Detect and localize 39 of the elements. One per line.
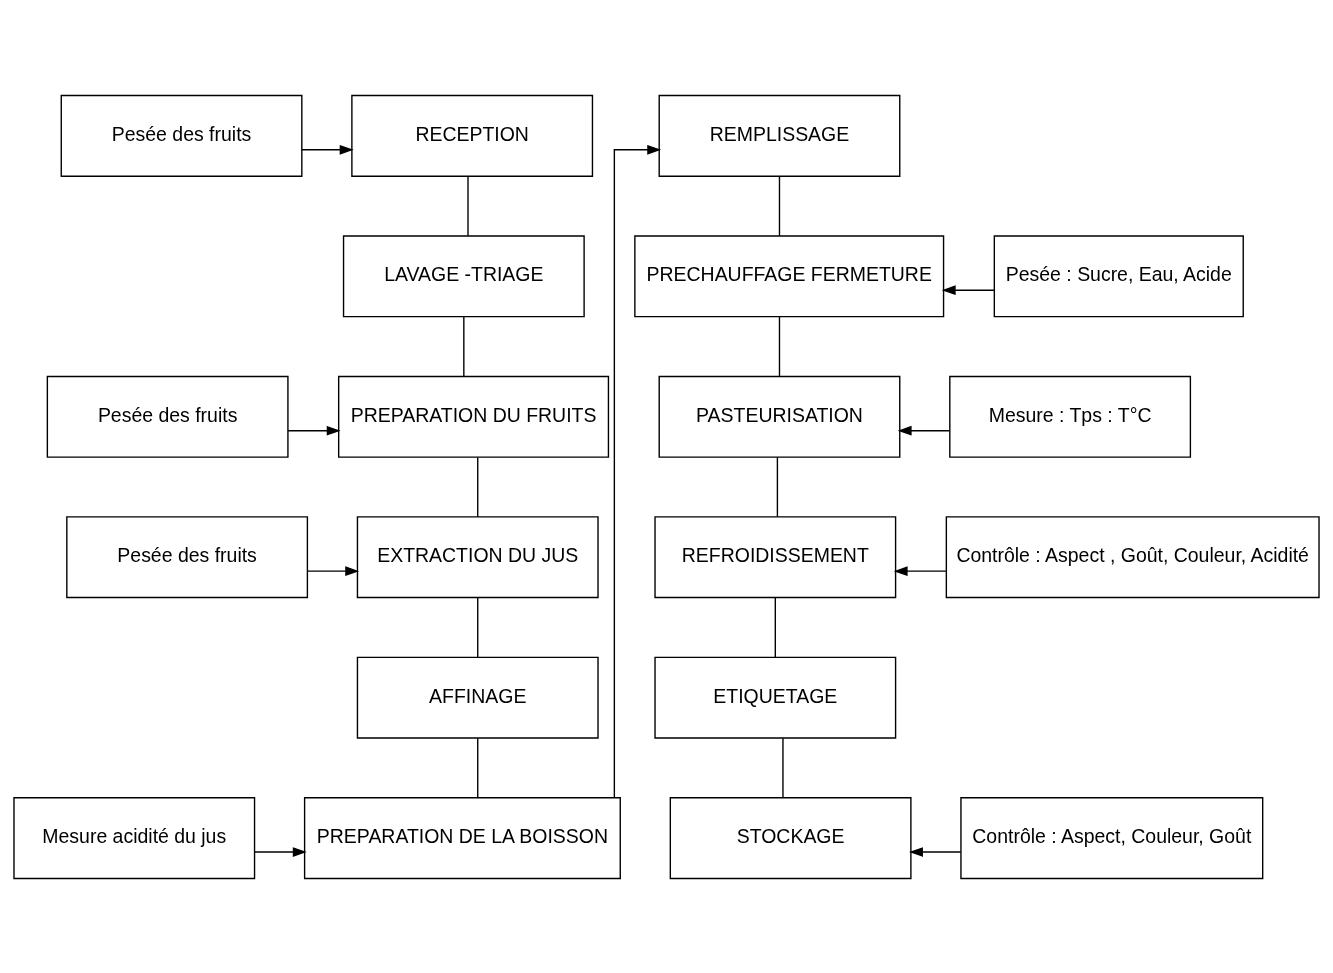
- connector: [774, 596, 776, 658]
- node-box: RECEPTION: [351, 94, 594, 177]
- node-box: Pesée des fruits: [66, 515, 309, 598]
- node-box: PREPARATION DE LA BOISSON: [303, 796, 621, 879]
- connector: [782, 737, 784, 798]
- node-box: Contrôle : Aspect , Goût, Couleur, Acidité: [945, 515, 1320, 598]
- connector: [776, 456, 779, 517]
- connector: [477, 456, 479, 517]
- arrow: [909, 846, 962, 857]
- arrow: [941, 284, 995, 295]
- connector: [467, 175, 469, 236]
- node-box: AFFINAGE: [356, 656, 599, 739]
- node-box: Pesée : Sucre, Eau, Acide: [993, 234, 1244, 317]
- arrow: [897, 425, 951, 436]
- node-box: PASTEURISATION: [658, 375, 901, 458]
- connector: [477, 737, 479, 798]
- arrow: [613, 144, 662, 798]
- arrow: [287, 425, 341, 436]
- arrow: [253, 846, 307, 857]
- arrow: [301, 144, 354, 155]
- node-box: Contrôle : Aspect, Couleur, Goût: [960, 796, 1264, 879]
- connector: [463, 315, 465, 377]
- connector: [778, 315, 781, 377]
- node-box: Mesure acidité du jus: [13, 796, 256, 879]
- node-box: PRECHAUFFAGE FERMETURE: [634, 234, 945, 317]
- node-box: REFROIDISSEMENT: [654, 515, 897, 598]
- connector: [778, 175, 781, 236]
- node-box: EXTRACTION DU JUS: [356, 515, 599, 598]
- node-box: STOCKAGE: [669, 796, 912, 879]
- node-box: ETIQUETAGE: [654, 656, 897, 739]
- node-box: LAVAGE -TRIAGE: [342, 234, 585, 317]
- arrow: [893, 565, 947, 576]
- node-box: PREPARATION DU FRUITS: [338, 375, 610, 458]
- connector: [477, 596, 479, 658]
- node-box: REMPLISSAGE: [658, 94, 901, 177]
- arrow: [306, 565, 360, 576]
- node-box: Pesée des fruits: [46, 375, 289, 458]
- node-box: Mesure : Tps : T°C: [949, 375, 1192, 458]
- node-box: Pesée des fruits: [60, 94, 303, 177]
